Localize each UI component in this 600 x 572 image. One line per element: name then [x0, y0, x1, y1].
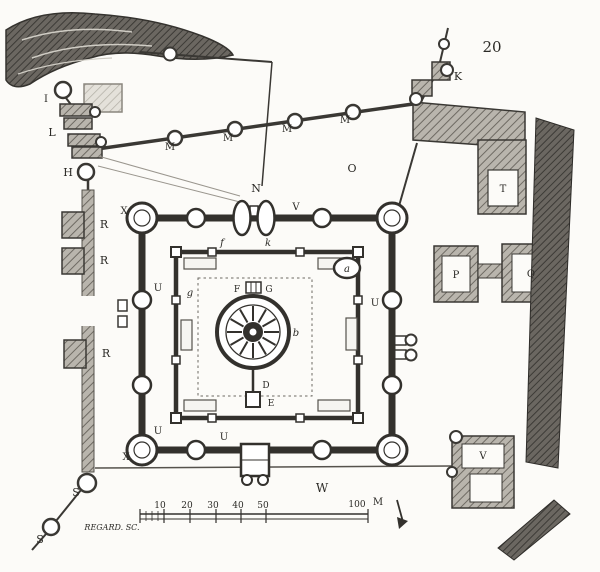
west-gate-towers [53, 80, 241, 203]
courtyard-dotted-square [197, 277, 313, 397]
west-barbican-upper [117, 299, 128, 312]
plan-label-20: 20 [181, 501, 193, 511]
tower-l [89, 106, 101, 118]
wall-breach [80, 296, 96, 326]
tower-s1 [76, 472, 98, 494]
plan-label-b: b [293, 328, 299, 339]
sight-line-1 [97, 155, 241, 197]
wall-tower-m3 [286, 112, 304, 130]
central-keep [215, 294, 291, 408]
plan-label-S: S [72, 486, 80, 499]
plan-label-M: M [373, 497, 383, 508]
engraver-signature: REGARD. SC. [83, 523, 139, 532]
tower-r3 [63, 339, 87, 369]
plan-label-R: R [100, 254, 109, 267]
page-number: 20 [482, 38, 501, 56]
plan-label-W: W [316, 481, 329, 495]
plan-label-H: H [63, 166, 73, 179]
plan-label-U: U [220, 432, 228, 443]
plan-label-I: I [44, 94, 48, 105]
plan-label-10: 10 [154, 501, 166, 511]
tower-a [332, 256, 362, 280]
plan-label-K: K [454, 70, 463, 83]
east-postern [393, 333, 418, 362]
main-castle [125, 199, 409, 486]
northeast-connecting-wall [396, 142, 418, 214]
scale-bar [139, 509, 369, 523]
inner-ward-turrets [170, 246, 364, 424]
east-rampart [497, 117, 575, 561]
room-v-upper [461, 443, 505, 469]
plan-label-D: D [262, 381, 269, 391]
plan-label-M: M [223, 133, 233, 144]
wall-tower-m1 [166, 129, 184, 147]
plan-label-V: V [478, 451, 487, 462]
tower-k [440, 63, 454, 77]
tower-r2 [61, 247, 85, 275]
wall-tower-m2 [226, 120, 244, 138]
inner-ward-wall [173, 249, 361, 421]
west-enceinte-wall [61, 189, 128, 473]
plan-label-V: V [291, 202, 300, 213]
plan-labels: K I L H M M M M N O T P Q R R R S S X X V V U U U U Wa b g f kF G DE 10 20… [36, 70, 535, 546]
plan-label-L: L [48, 126, 56, 139]
plan-label-S: S [36, 533, 44, 546]
tower-s2 [41, 517, 61, 537]
plan-label-X: X [120, 206, 128, 217]
approach-tower [162, 46, 178, 62]
plan-label-f: f [219, 238, 226, 249]
north-gatehouse [232, 199, 276, 237]
plan-label-R: R [102, 347, 111, 360]
plan-label-P: P [453, 270, 460, 281]
room-p [441, 255, 471, 293]
tower-i [53, 80, 73, 100]
west-barbican-lower [117, 315, 128, 328]
north-arrow [396, 499, 408, 529]
plan-label-k: k [265, 238, 271, 249]
north-curtain-wall [89, 101, 421, 152]
northeast-gate-towers [409, 27, 454, 106]
plan-label-O: O [347, 162, 356, 175]
plan-label-30: 30 [207, 501, 219, 511]
keep-spokes [227, 306, 279, 358]
tower-h [95, 136, 107, 148]
plan-label-U: U [154, 283, 162, 294]
room-t [487, 169, 519, 207]
plan-label-R: R [100, 218, 109, 231]
south-gatehouse [239, 442, 271, 486]
plan-label-M: M [340, 115, 350, 126]
plan-label-U: U [371, 298, 379, 309]
plan-label-T: T [500, 184, 507, 195]
keep-forebuilding [245, 391, 261, 408]
southwest-towers [31, 472, 98, 551]
corner-towers [125, 201, 409, 467]
tower-r1 [61, 211, 85, 239]
sight-line-2 [97, 165, 241, 203]
plan-label-N: N [251, 182, 261, 195]
plan-label-a: a [344, 264, 350, 275]
room-v-lower [469, 473, 503, 503]
southeast-building [446, 430, 515, 509]
chapel-symbol [245, 281, 262, 294]
plan-label-40: 40 [232, 501, 244, 511]
plan-label-G: G [265, 285, 272, 295]
plan-label-X: X [122, 452, 130, 463]
plan-label-U: U [154, 426, 162, 437]
plan-label-M: M [282, 124, 292, 135]
plan-label-E: E [268, 399, 275, 409]
rocky-terrain [5, 11, 235, 88]
plan-label-Q: Q [527, 269, 535, 280]
wall-tower-m4 [344, 103, 362, 121]
plan-label-g: g [187, 288, 193, 299]
plan-label-50: 50 [257, 501, 269, 511]
northeast-buildings [412, 101, 527, 215]
plan-label-M: M [165, 142, 175, 153]
plan-label-100: 100 [348, 500, 365, 510]
plan-label-F: F [234, 285, 240, 295]
